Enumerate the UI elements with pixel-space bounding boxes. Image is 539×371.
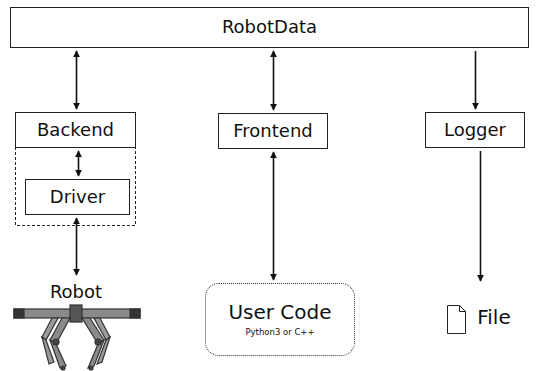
node-sublabel: Python3 or C++ bbox=[245, 328, 314, 338]
node-label: File bbox=[477, 306, 510, 329]
process-box: Logger bbox=[425, 112, 525, 148]
robot-illustration bbox=[14, 305, 140, 370]
node-label: User Code bbox=[228, 301, 331, 324]
process-box: Backend bbox=[15, 112, 136, 148]
user-code-box: User CodePython3 or C++ bbox=[205, 283, 355, 356]
process-box: Frontend bbox=[218, 113, 328, 149]
node-label: Frontend bbox=[233, 121, 312, 142]
connector-arrow bbox=[475, 51, 477, 109]
group-outline bbox=[16, 147, 136, 226]
connector-arrow bbox=[78, 151, 80, 176]
robot-label-node: Robot bbox=[30, 278, 122, 307]
connector-arrow bbox=[273, 152, 275, 280]
node-label: RobotData bbox=[222, 17, 317, 38]
node-label: Driver bbox=[50, 187, 105, 208]
connector-arrow bbox=[76, 51, 78, 109]
data-box: RobotData bbox=[10, 7, 529, 48]
node-label: Backend bbox=[37, 120, 114, 141]
connector-arrow bbox=[76, 218, 78, 275]
node-label: Robot bbox=[50, 282, 102, 303]
connector-arrow bbox=[273, 51, 275, 110]
file-icon bbox=[448, 306, 466, 334]
file-node: File bbox=[440, 284, 520, 334]
process-box: Driver bbox=[25, 179, 130, 215]
node-label: Logger bbox=[444, 120, 506, 141]
connector-arrow bbox=[480, 151, 482, 281]
